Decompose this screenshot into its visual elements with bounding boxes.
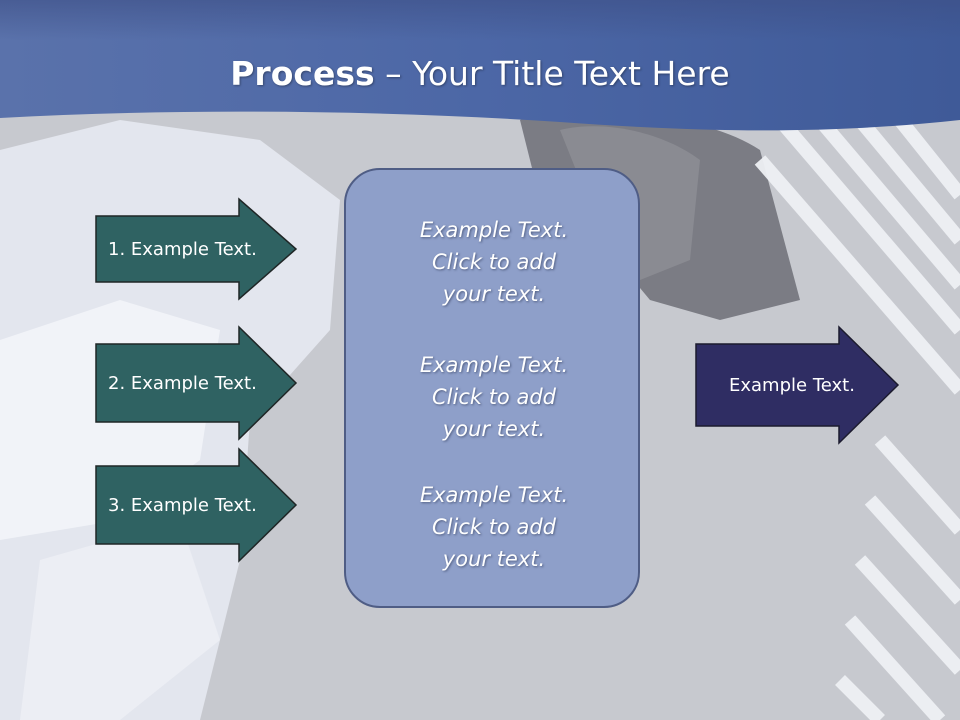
- left-arrow-2-label: 2. Example Text.: [108, 372, 257, 394]
- left-arrow-2[interactable]: 2. Example Text.: [95, 325, 298, 441]
- arrow-right-shape: [95, 447, 298, 563]
- right-arrow-label: Example Text.: [729, 374, 855, 396]
- paragraph-line: Click to add: [431, 515, 556, 539]
- left-arrow-1-label: 1. Example Text.: [108, 238, 257, 260]
- center-text-box[interactable]: Example Text. Click to add your text. Ex…: [344, 168, 640, 608]
- arrow-right-shape: [95, 325, 298, 441]
- right-arrow[interactable]: Example Text.: [695, 325, 900, 445]
- center-paragraph-3[interactable]: Example Text. Click to add your text.: [346, 479, 642, 575]
- left-arrow-1[interactable]: 1. Example Text.: [95, 197, 298, 301]
- paragraph-line: Example Text.: [419, 218, 569, 242]
- title-bold: Process: [230, 54, 375, 93]
- paragraph-line: Click to add: [431, 385, 556, 409]
- left-arrow-3[interactable]: 3. Example Text.: [95, 447, 298, 563]
- center-paragraph-1[interactable]: Example Text. Click to add your text.: [346, 214, 642, 310]
- paragraph-line: Example Text.: [419, 483, 569, 507]
- arrow-right-shape: [95, 197, 298, 301]
- paragraph-line: your text.: [442, 282, 546, 306]
- paragraph-line: Click to add: [431, 250, 556, 274]
- left-arrow-3-label: 3. Example Text.: [108, 494, 257, 516]
- center-paragraph-2[interactable]: Example Text. Click to add your text.: [346, 349, 642, 445]
- paragraph-line: your text.: [442, 547, 546, 571]
- arrow-right-shape: [695, 325, 900, 445]
- paragraph-line: Example Text.: [419, 353, 569, 377]
- title-rest: – Your Title Text Here: [374, 54, 730, 93]
- slide-title[interactable]: Process – Your Title Text Here: [0, 52, 960, 96]
- paragraph-line: your text.: [442, 417, 546, 441]
